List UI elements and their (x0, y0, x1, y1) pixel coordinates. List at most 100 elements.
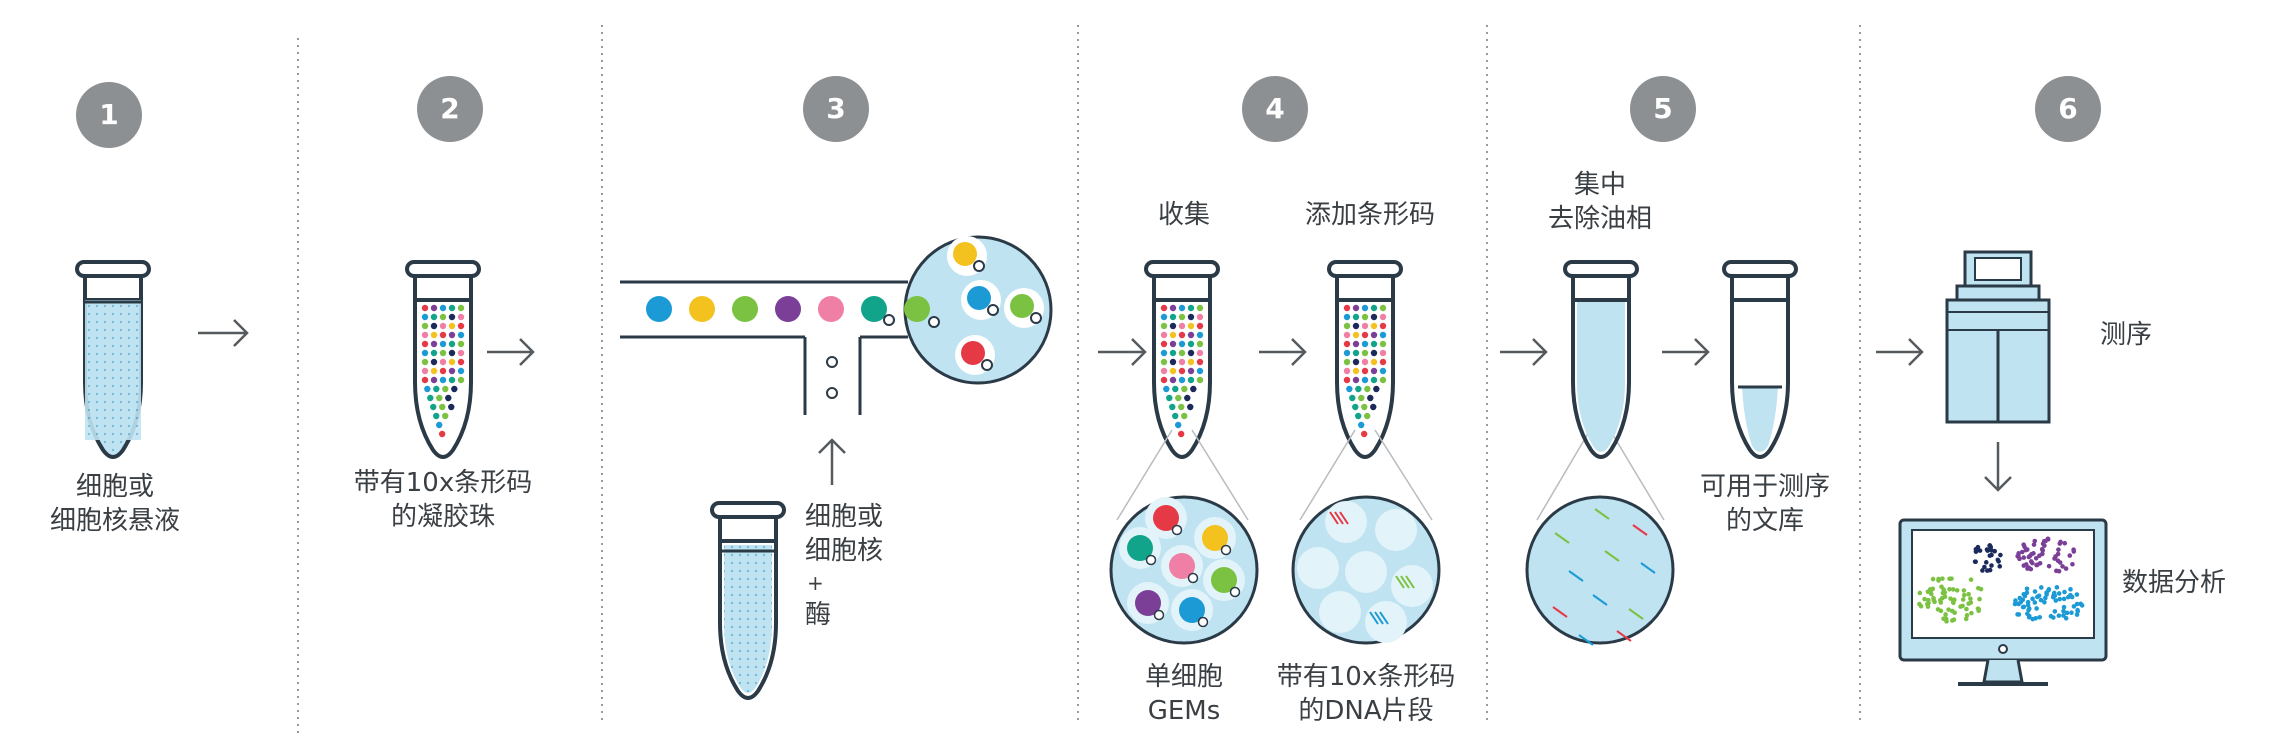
cluster-dot (1977, 548, 1983, 553)
bead-dot (1160, 304, 1168, 312)
step4-fragments-label: 带有10x条形码 的DNA片段 (1276, 662, 1456, 726)
arrow-right-icon (1259, 338, 1307, 366)
bead-dot (1196, 358, 1204, 366)
bead-dot (1367, 394, 1374, 402)
dna-fragment (1334, 511, 1344, 525)
cluster-dot (2061, 596, 2067, 602)
cluster-dot (1922, 596, 1927, 602)
bead-dot (1370, 322, 1378, 330)
bead-dot (457, 358, 465, 366)
bead-dot (421, 349, 429, 357)
gel-bead (953, 242, 977, 266)
bead-dot (421, 331, 429, 339)
gel-bead (1202, 525, 1228, 551)
cluster-dot (1926, 597, 1931, 603)
cluster-dot (2040, 541, 2046, 547)
cluster-dot (2025, 566, 2030, 571)
cluster-dot (1958, 604, 1963, 609)
cluster-dot (1964, 606, 1969, 612)
gem-droplet (1375, 509, 1417, 551)
cluster-dot (2058, 539, 2063, 545)
bead-dot (1196, 322, 1204, 330)
bead-dot (1187, 331, 1195, 339)
bead-dot (1343, 313, 1351, 321)
bead-dot (421, 304, 429, 312)
bead-dot (1358, 394, 1365, 402)
bead-dot (1174, 421, 1182, 429)
dna-fragment (1405, 575, 1415, 589)
dna-fragment (1329, 511, 1339, 525)
cluster-dot (1951, 597, 1957, 603)
gel-bead (1135, 590, 1161, 616)
bead-dot (1361, 331, 1369, 339)
bead-dot (1352, 304, 1360, 312)
cell-dot (1030, 312, 1042, 324)
bead-dot (1196, 349, 1204, 357)
cluster-dot (2043, 595, 2048, 601)
bead-dot (1172, 385, 1179, 393)
cell-dot (928, 316, 940, 328)
step3-tube-icon (710, 501, 786, 700)
bead-dot (1187, 358, 1195, 366)
cluster-dot (2031, 542, 2037, 547)
bead-dot (439, 376, 447, 384)
cluster-dot (2023, 547, 2029, 553)
bead-dot (1187, 367, 1195, 375)
cluster-dot (2037, 615, 2043, 620)
bead-dot (1160, 376, 1168, 384)
cluster-dot (2017, 556, 2022, 562)
cluster-dot (2020, 549, 2025, 555)
cluster-dot (1998, 552, 2003, 558)
gel-bead (775, 296, 801, 322)
cell-dot (1187, 572, 1199, 584)
bead-dot (430, 322, 438, 330)
dna-fragment (1640, 562, 1656, 574)
arrow-right-icon (1662, 338, 1710, 366)
bead-dot (442, 412, 449, 420)
bead-dot (1187, 376, 1195, 384)
cluster-dot (1943, 612, 1948, 617)
cluster-dot (1969, 610, 1974, 616)
step-number-badge: 5 (1630, 76, 1696, 142)
bead-dot (1160, 358, 1168, 366)
bead-dot (439, 367, 447, 375)
gel-bead (961, 341, 985, 365)
gem-droplet (1345, 551, 1387, 593)
bead-dot (1370, 367, 1378, 375)
cluster-dot (2046, 563, 2052, 569)
bead-dot (1190, 385, 1197, 393)
bead-dot (1352, 358, 1360, 366)
cluster-dot (2055, 558, 2061, 563)
dna-fragment (1400, 575, 1410, 589)
cluster-dot (1961, 592, 1967, 598)
gel-bead (818, 296, 844, 322)
gel-bead (1010, 294, 1034, 318)
bead-dot (1160, 322, 1168, 330)
bead-dot (1181, 412, 1188, 420)
cluster-dot (2020, 597, 2026, 603)
gel-bead (967, 286, 991, 310)
bead-dot (1379, 358, 1387, 366)
bead-dot (1178, 304, 1186, 312)
cluster-dot (1996, 559, 2001, 564)
cluster-dot (1964, 613, 1970, 618)
bead-dot (436, 394, 443, 402)
step4-barcode-tube-icon (1327, 260, 1403, 459)
cluster-dot (2030, 616, 2036, 622)
cluster-dot (2064, 610, 2070, 616)
step-number-badge: 3 (803, 76, 869, 142)
cluster-dot (2063, 566, 2069, 571)
bead-dot (457, 376, 465, 384)
gem-droplet (1319, 591, 1361, 633)
cluster-dot (1976, 608, 1981, 614)
cluster-dot (2021, 542, 2026, 548)
cluster-dot (2065, 594, 2071, 600)
cluster-dot (1950, 587, 1956, 592)
bead-dot (1178, 367, 1186, 375)
cluster-dot (2030, 596, 2035, 602)
cluster-dot (1984, 568, 1990, 573)
bead-dot (1196, 313, 1204, 321)
dna-fragment (1369, 611, 1379, 625)
cluster-dot (2069, 610, 2074, 616)
cluster-dot (2026, 554, 2032, 560)
